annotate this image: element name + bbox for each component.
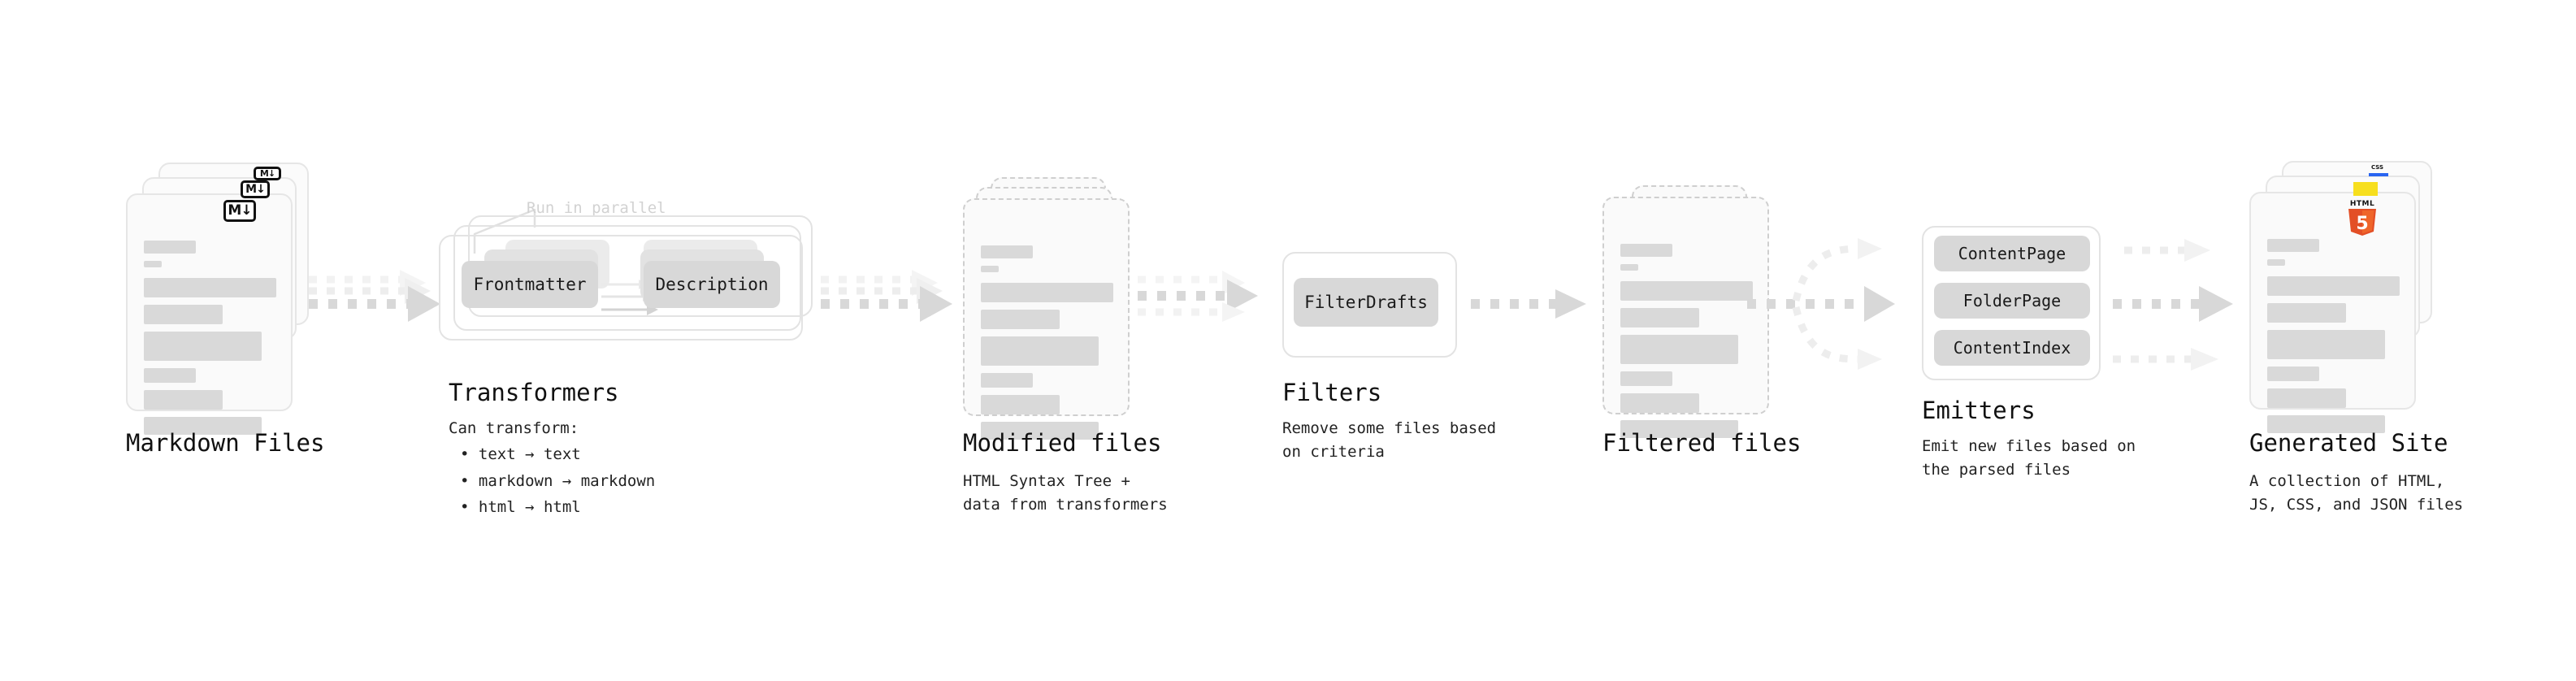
transformers-bullet-1: • markdown → markdown [460, 471, 656, 490]
transformer-pill-frontmatter[interactable]: Frontmatter [462, 261, 598, 308]
emitter-pill-contentindex[interactable]: ContentIndex [1934, 330, 2090, 366]
css-icon-label: CSS [2371, 164, 2384, 171]
filtered-files-card-stack [1602, 185, 1789, 445]
filter-pill-filterdrafts-label: FilterDrafts [1304, 293, 1428, 312]
modified-card-front [963, 198, 1130, 440]
transformers-group-front [439, 235, 803, 340]
filtered-card-placeholder-lines [1620, 244, 1753, 445]
transformers-group-stack: Frontmatter Description [439, 215, 829, 370]
transformer-pill-frontmatter-label: Frontmatter [473, 275, 587, 294]
filters-subtitle: Remove some files based on criteria [1282, 419, 1497, 462]
emitters-subtitle: Emit new files based on the parsed files [1922, 437, 2136, 479]
connector-transformers-to-modified [821, 270, 952, 322]
transformers-bullet-0: • text → text [460, 445, 581, 463]
markdown-files-title: Markdown Files [126, 429, 325, 457]
markdown-icon-glyph: M↓ [245, 183, 266, 196]
generated-site-title: Generated Site [2249, 429, 2448, 457]
markdown-card-placeholder-lines [144, 241, 276, 442]
modified-files-title: Modified files [963, 429, 1162, 457]
markdown-icon-back-1: M↓ [241, 180, 270, 198]
emitter-pill-folderpage-label: FolderPage [1962, 291, 2062, 310]
transformers-bullet-list: • text → text • markdown → markdown • ht… [460, 441, 655, 521]
markdown-files-card-stack: M↓ M↓ M↓ [126, 163, 313, 435]
run-in-parallel-bracket [473, 208, 536, 254]
modified-files-subtitle: HTML Syntax Tree + data from transformer… [963, 472, 1168, 514]
emitter-pill-contentpage[interactable]: ContentPage [1934, 236, 2090, 271]
connector-markdown-to-transformers [309, 270, 440, 322]
emitter-pill-contentpage-label: ContentPage [1958, 244, 2066, 263]
javascript-icon [2353, 182, 2378, 196]
svg-text:5: 5 [2356, 214, 2368, 234]
emitters-title: Emitters [1922, 397, 2036, 424]
generated-site-subtitle: A collection of HTML, JS, CSS, and JSON … [2249, 472, 2464, 514]
connector-modified-to-filters [1138, 271, 1258, 322]
generated-site-card-stack: CSS HTML 5 [2249, 161, 2444, 433]
html5-icon-label: HTML [2349, 200, 2375, 208]
markdown-icon: M↓ [223, 200, 256, 222]
markdown-icon-glyph: M↓ [228, 202, 252, 219]
html5-icon: HTML 5 [2347, 200, 2378, 236]
connector-filtered-to-emitters [1747, 238, 1895, 370]
filters-title: Filters [1282, 379, 1382, 406]
filtered-files-title: Filtered files [1602, 429, 1802, 457]
markdown-icon-glyph: M↓ [259, 168, 275, 179]
filter-pill-filterdrafts[interactable]: FilterDrafts [1294, 278, 1438, 327]
emitter-pill-contentindex-label: ContentIndex [1953, 338, 2071, 358]
transformer-pill-description[interactable]: Description [644, 261, 780, 308]
filtered-card-front [1602, 197, 1769, 438]
transformers-bullet-2: • html → html [460, 498, 581, 517]
markdown-card-front [126, 193, 293, 435]
run-in-parallel-label: Run in parallel [527, 199, 666, 217]
generated-card-placeholder-lines [2267, 239, 2400, 440]
modified-files-card-stack [963, 177, 1150, 440]
markdown-icon-back-2: M↓ [254, 167, 281, 180]
modified-card-placeholder-lines [981, 245, 1113, 447]
transformers-title: Transformers [449, 379, 619, 406]
connector-filters-to-filtered [1471, 289, 1586, 319]
emitter-pill-folderpage[interactable]: FolderPage [1934, 283, 2090, 319]
connector-emitters-to-site [2113, 239, 2233, 371]
transformers-subtitle: Can transform: [449, 419, 579, 437]
transformer-pill-description-label: Description [655, 275, 769, 294]
generated-card-front [2249, 192, 2416, 433]
transformers-group-back-1 [453, 225, 801, 331]
css-icon-bar [2369, 173, 2388, 176]
